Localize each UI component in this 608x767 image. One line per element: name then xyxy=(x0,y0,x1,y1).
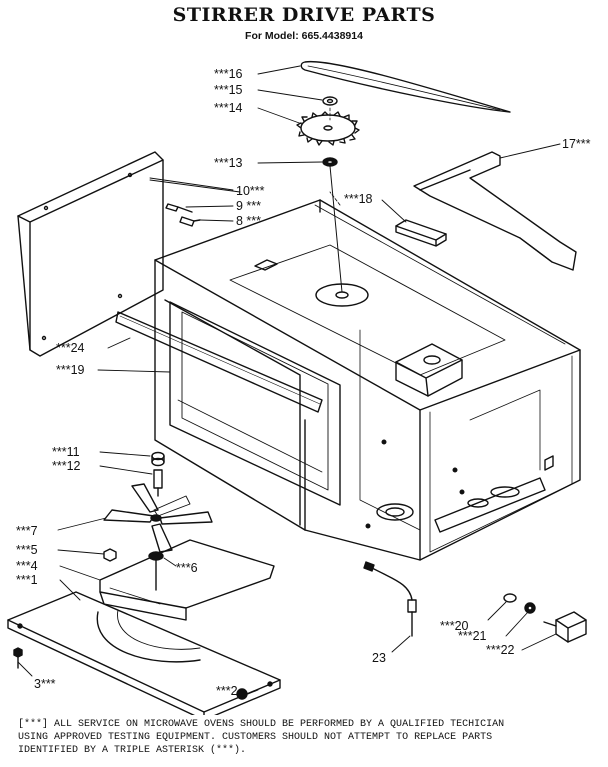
callout-15: ***15 xyxy=(214,83,243,97)
callout-2: ***2 xyxy=(216,684,238,698)
page-title: STIRRER DRIVE PARTS xyxy=(172,4,436,26)
leader-lines xyxy=(17,65,561,695)
part-22-connector xyxy=(543,611,587,643)
callout-8: 8 *** xyxy=(236,214,261,228)
callout-1: ***1 xyxy=(16,573,38,587)
part-11-nut xyxy=(151,451,165,467)
part-13-washer xyxy=(322,157,338,167)
footnote-line-1: [***] ALL SERVICE ON MICROWAVE OVENS SHO… xyxy=(18,719,505,730)
callout-21: ***21 xyxy=(458,629,487,643)
part-20-washer xyxy=(503,593,517,603)
part-23-wire-sensor xyxy=(363,561,417,637)
part-17-bracket xyxy=(413,151,577,271)
part-16-belt xyxy=(300,60,511,113)
service-footnote: [***] ALL SERVICE ON MICROWAVE OVENS SHO… xyxy=(18,718,598,757)
callout-19: ***19 xyxy=(56,363,85,377)
callout-20: ***20 xyxy=(440,619,469,633)
oven-cabinet xyxy=(154,199,581,561)
callout-14: ***14 xyxy=(214,101,243,115)
callout-24: ***24 xyxy=(56,341,85,355)
callout-5: ***5 xyxy=(16,543,38,557)
part-12-coupling xyxy=(153,469,163,497)
exploded-parts-diagram: ***16 ***15 ***14 ***13 17*** 10*** 9 **… xyxy=(7,60,591,715)
callout-12: ***12 xyxy=(52,459,81,473)
part-21-bushing xyxy=(524,602,536,614)
part-5-nut xyxy=(103,548,117,562)
callout-3: 3*** xyxy=(34,677,56,691)
part-18-block xyxy=(395,219,447,247)
callout-9: 9 *** xyxy=(236,199,261,213)
callout-labels: ***16 ***15 ***14 ***13 17*** 10*** 9 **… xyxy=(16,67,591,698)
footnote-line-2: USING APPROVED TESTING EQUIPMENT. CUSTOM… xyxy=(18,732,493,743)
callout-17: 17*** xyxy=(562,137,591,151)
part-10-side-panel xyxy=(17,151,241,357)
footnote-line-3: IDENTIFIED BY A TRIPLE ASTERISK (***). xyxy=(18,745,247,756)
callout-4: ***4 xyxy=(16,559,38,573)
part-4-motor-bracket xyxy=(99,539,275,621)
callout-22: ***22 xyxy=(486,643,515,657)
part-15-washer xyxy=(322,96,338,106)
callout-10: 10*** xyxy=(236,184,265,198)
callout-16: ***16 xyxy=(214,67,243,81)
model-number: For Model: 665.4438914 xyxy=(245,30,363,42)
part-14-pulley xyxy=(296,111,360,146)
callout-13: ***13 xyxy=(214,156,243,170)
callout-6: ***6 xyxy=(176,561,198,575)
callout-11: ***11 xyxy=(52,445,80,459)
callout-7: ***7 xyxy=(16,524,38,538)
callout-18: ***18 xyxy=(344,192,373,206)
part-9-screw xyxy=(165,203,193,213)
part-8-clip xyxy=(179,216,201,227)
part-19-door-frame xyxy=(169,301,341,506)
part-1-base-plate xyxy=(7,591,281,715)
part-2-screw xyxy=(236,688,248,700)
part-24-trim-strip xyxy=(115,311,323,413)
callout-23: 23 xyxy=(372,651,386,665)
